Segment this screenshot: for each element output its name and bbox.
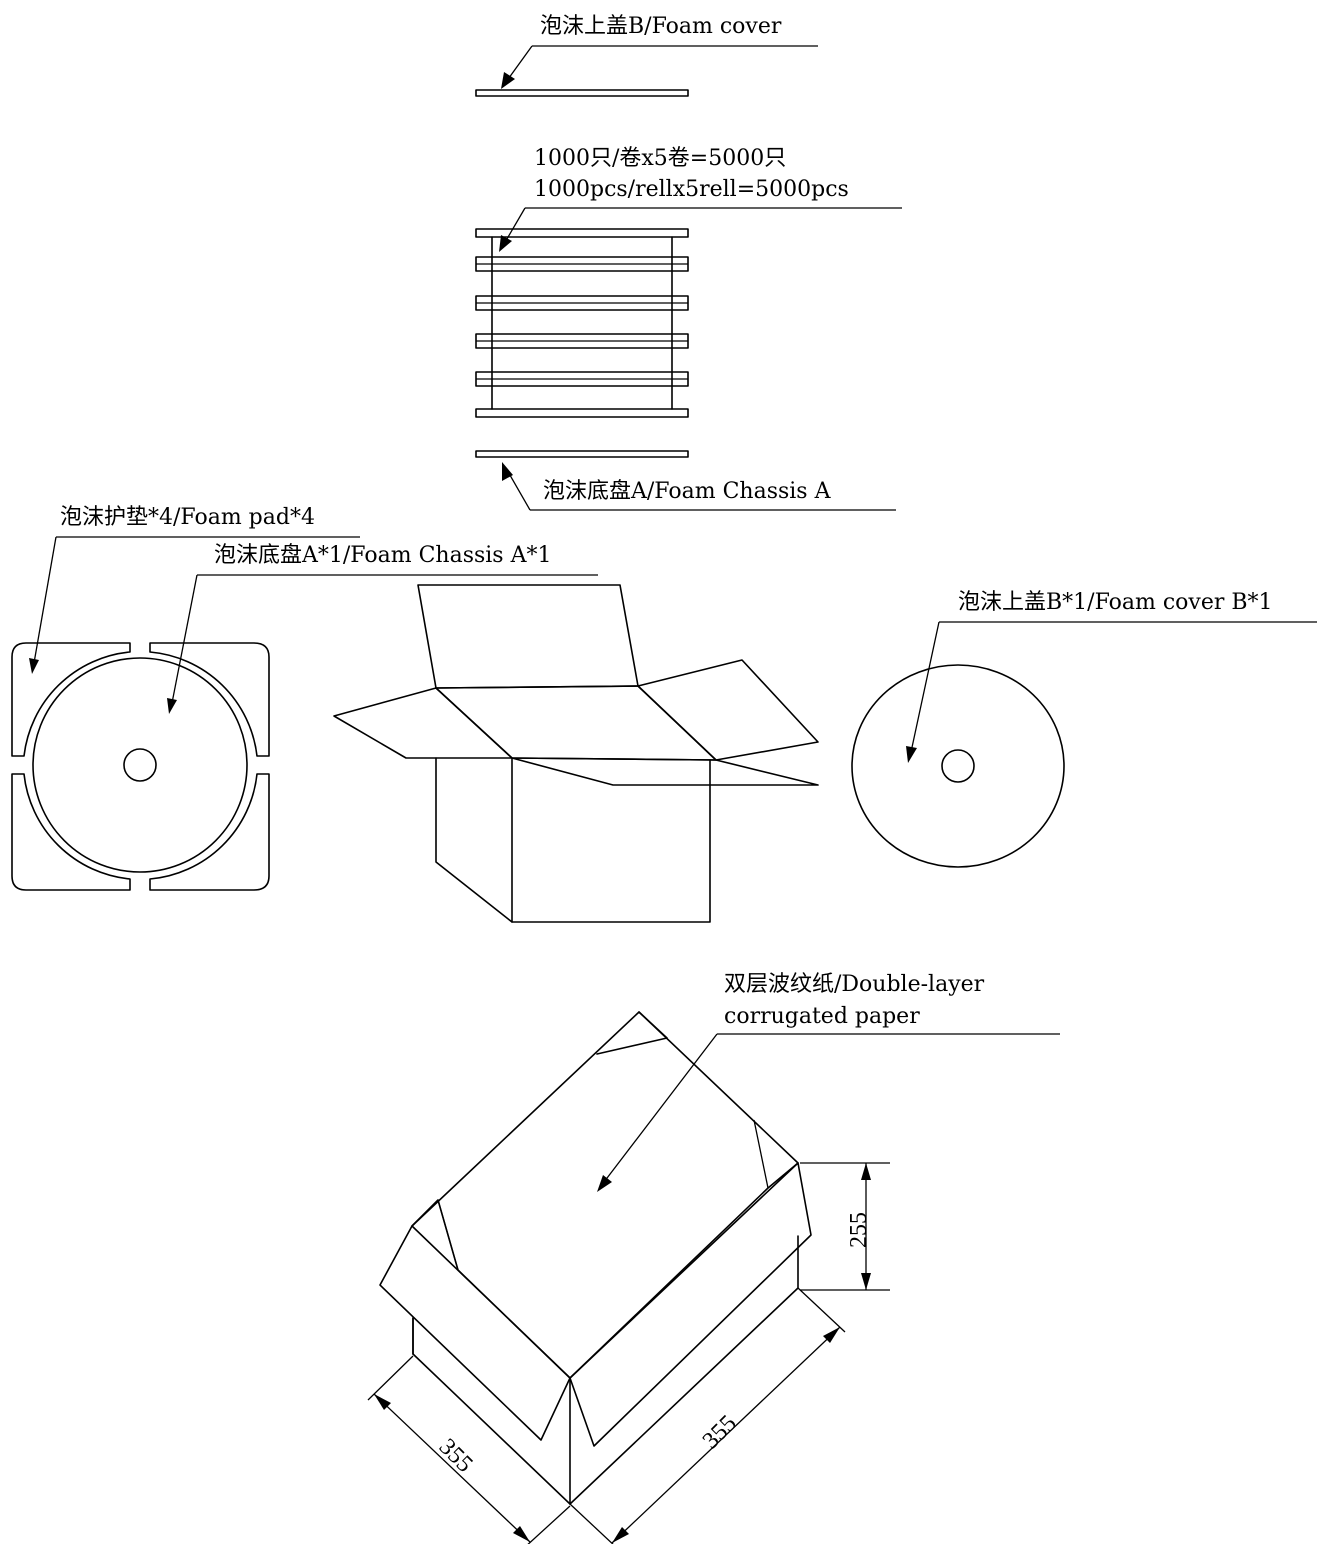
- roll-stack: [475, 228, 689, 418]
- foam-cover-qty-callout: 泡沫上盖B*1/Foam cover B*1: [906, 590, 1317, 763]
- foam-pad-top-view: [11, 642, 270, 891]
- length-dimension-label: 355: [434, 1434, 478, 1478]
- foam-pad-label: 泡沫护垫*4/Foam pad*4: [60, 505, 315, 530]
- foam-cover-plate: [475, 89, 689, 97]
- corrugated-label: 双层波纹纸/Double-layer: [724, 972, 985, 997]
- corrugated-box: 255 355 355: [367, 1011, 890, 1544]
- foam-pad-callout: 泡沫护垫*4/Foam pad*4: [29, 505, 360, 674]
- foam-cover-top-label: 泡沫上盖B/Foam cover: [540, 14, 782, 39]
- foam-chassis-qty-label: 泡沫底盘A*1/Foam Chassis A*1: [214, 543, 551, 568]
- corrugated-callout: 双层波纹纸/Double-layer corrugated paper: [597, 972, 1060, 1192]
- rolls-count-label-en: 1000pcs/rellx5rell=5000pcs: [534, 177, 849, 202]
- foam-cover-disc: [851, 664, 1065, 868]
- open-box: [333, 584, 819, 923]
- corrugated-label-en: corrugated paper: [724, 1004, 920, 1029]
- foam-chassis-qty-callout: 泡沫底盘A*1/Foam Chassis A*1: [167, 543, 598, 714]
- height-dimension-label: 255: [846, 1212, 872, 1248]
- width-dimension-label: 355: [698, 1410, 742, 1454]
- rolls-count-label: 1000只/卷x5卷=5000只: [534, 146, 786, 171]
- rolls-callout: 1000只/卷x5卷=5000只 1000pcs/rellx5rell=5000…: [499, 146, 902, 252]
- foam-chassis-plate: [475, 450, 689, 458]
- foam-chassis-callout: 泡沫底盘A/Foam Chassis A: [502, 462, 896, 511]
- foam-cover-callout: 泡沫上盖B/Foam cover: [501, 14, 818, 89]
- foam-cover-qty-label: 泡沫上盖B*1/Foam cover B*1: [958, 590, 1273, 615]
- foam-chassis-label: 泡沫底盘A/Foam Chassis A: [543, 479, 832, 504]
